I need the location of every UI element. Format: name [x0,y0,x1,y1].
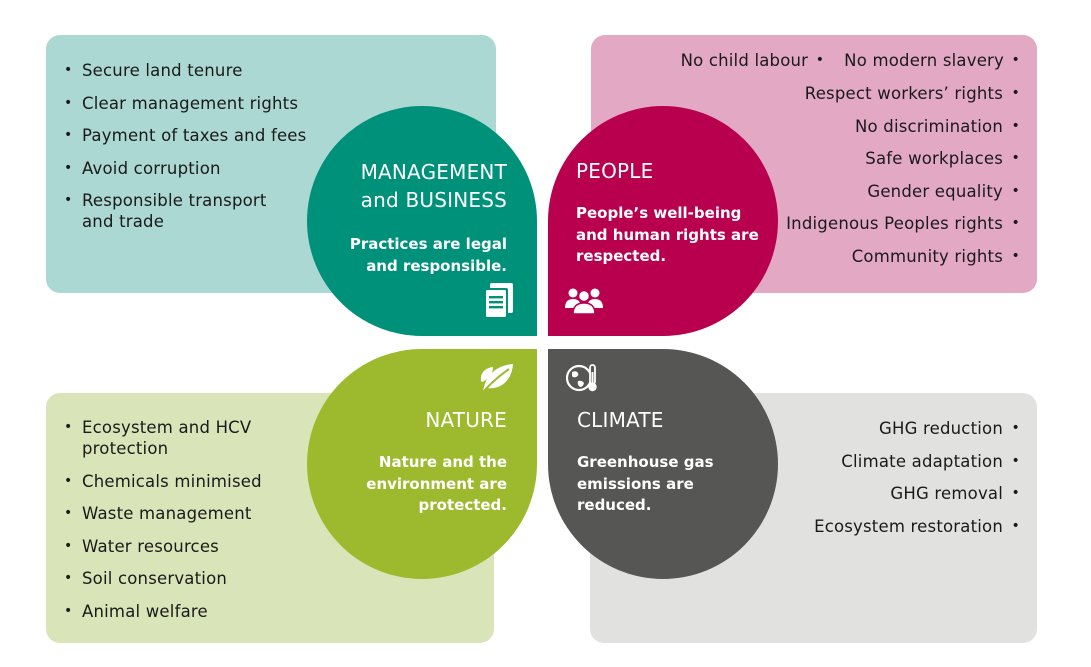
list-item: No child labour [681,50,825,71]
nature-desc-line1: Nature and the [378,453,507,471]
people-desc-line2: and human rights are [576,225,759,244]
nature-title: NATURE [425,408,507,432]
list-item: Chemicals minimised [64,471,262,492]
leaf-icon [479,361,515,399]
list-item: Indigenous Peoples rights [786,213,1020,234]
management-description: Practices are legal and responsible. [350,234,507,277]
nature-petal: NATURE Nature and the environment are pr… [307,349,537,579]
list-item: Waste management [64,503,262,524]
list-item: Community rights [786,246,1020,267]
management-list: Secure land tenure Clear management righ… [64,60,306,232]
climate-desc-line2: emissions are [577,474,694,493]
list-item: Responsible transport [64,190,306,211]
people-group-icon [564,284,604,320]
list-item: Secure land tenure [64,60,306,81]
list-item: Water resources [64,536,262,557]
people-description: People’s well-being and human rights are… [576,203,759,268]
management-desc-line2: and responsible. [366,256,507,275]
management-title-line2: and BUSINESS [360,188,507,212]
nature-desc-line3: protected. [418,496,507,514]
people-desc-line1: People’s well-being [576,204,742,222]
list-item: GHG removal [814,483,1020,504]
list-item: Ecosystem restoration [814,516,1020,537]
document-icon [483,282,515,324]
nature-description: Nature and the environment are protected… [366,452,507,517]
people-desc-line3: respected. [576,247,667,265]
management-desc-line1: Practices are legal [349,235,507,253]
list-item-continuation: and trade [82,212,165,231]
list-item: Respect workers’ rights [786,83,1020,104]
climate-title: CLIMATE [577,408,664,432]
list-item: No discrimination [786,116,1020,137]
list-item: Ecosystem and HCV [64,417,262,438]
list-item: Soil conservation [64,568,262,589]
people-petal: PEOPLE People’s well-being and human rig… [548,106,778,336]
list-item: Climate adaptation [814,451,1020,472]
list-item: Avoid corruption [64,158,306,179]
climate-description: Greenhouse gas emissions are reduced. [577,452,714,517]
management-title-line1: MANAGEMENT [360,160,507,184]
list-item: GHG reduction [814,418,1020,439]
nature-desc-line2: environment are [366,474,507,493]
list-item-continuation: protection [82,439,169,458]
list-item: Gender equality [786,181,1020,202]
people-title: PEOPLE [576,159,654,183]
climate-list: GHG reduction Climate adaptation GHG rem… [814,418,1020,537]
climate-desc-line3: reduced. [577,496,652,514]
list-item: Clear management rights [64,93,306,114]
climate-desc-line1: Greenhouse gas [577,453,714,471]
list-item: Safe workplaces [786,148,1020,169]
management-petal: MANAGEMENT and BUSINESS Practices are le… [307,106,537,336]
globe-thermometer-icon [565,363,600,399]
list-item: No modern slavery [844,50,1020,71]
climate-petal: CLIMATE Greenhouse gas emissions are red… [548,349,778,579]
nature-list: Ecosystem and HCV protection Chemicals m… [64,417,262,622]
people-list: Respect workers’ rights No discriminatio… [786,83,1020,267]
list-item: Payment of taxes and fees [64,125,306,146]
management-title: MANAGEMENT and BUSINESS [361,158,507,214]
people-first-row: No child labour No modern slavery [681,50,1020,71]
list-item: Animal welfare [64,601,262,622]
nature-panel: Ecosystem and HCV protection Chemicals m… [46,393,494,643]
